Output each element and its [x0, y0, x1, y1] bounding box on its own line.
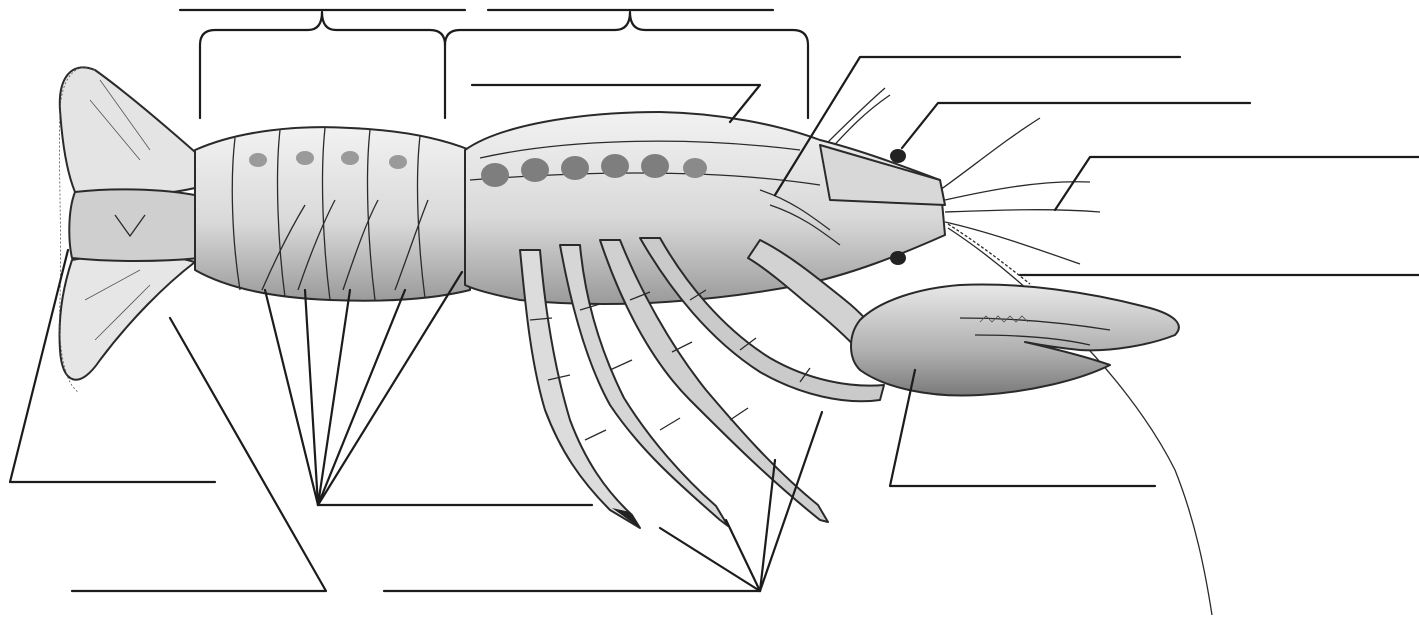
antennae-upper-whip2: [828, 95, 890, 152]
tail-fan: [59, 67, 200, 392]
line-uropod: [72, 318, 326, 591]
telson: [69, 189, 200, 261]
antennule-upper: [940, 118, 1040, 190]
uropod-lower: [60, 254, 196, 379]
brace-abdomen: [200, 12, 445, 118]
brace-cephalothorax: [445, 12, 808, 118]
uropod-upper: [60, 67, 195, 195]
abdomen-body: [195, 127, 470, 300]
abdomen-outline: [195, 127, 470, 300]
rostrum: [820, 145, 945, 205]
lobster-illustration: [59, 67, 1212, 615]
antennae-upper-whip: [820, 88, 885, 150]
antennule-lower: [945, 210, 1100, 212]
line-eye: [902, 103, 1250, 148]
eye: [890, 149, 906, 163]
claw: [851, 284, 1179, 395]
antennule-lower2: [945, 222, 1080, 264]
line-antennule: [1055, 157, 1419, 210]
